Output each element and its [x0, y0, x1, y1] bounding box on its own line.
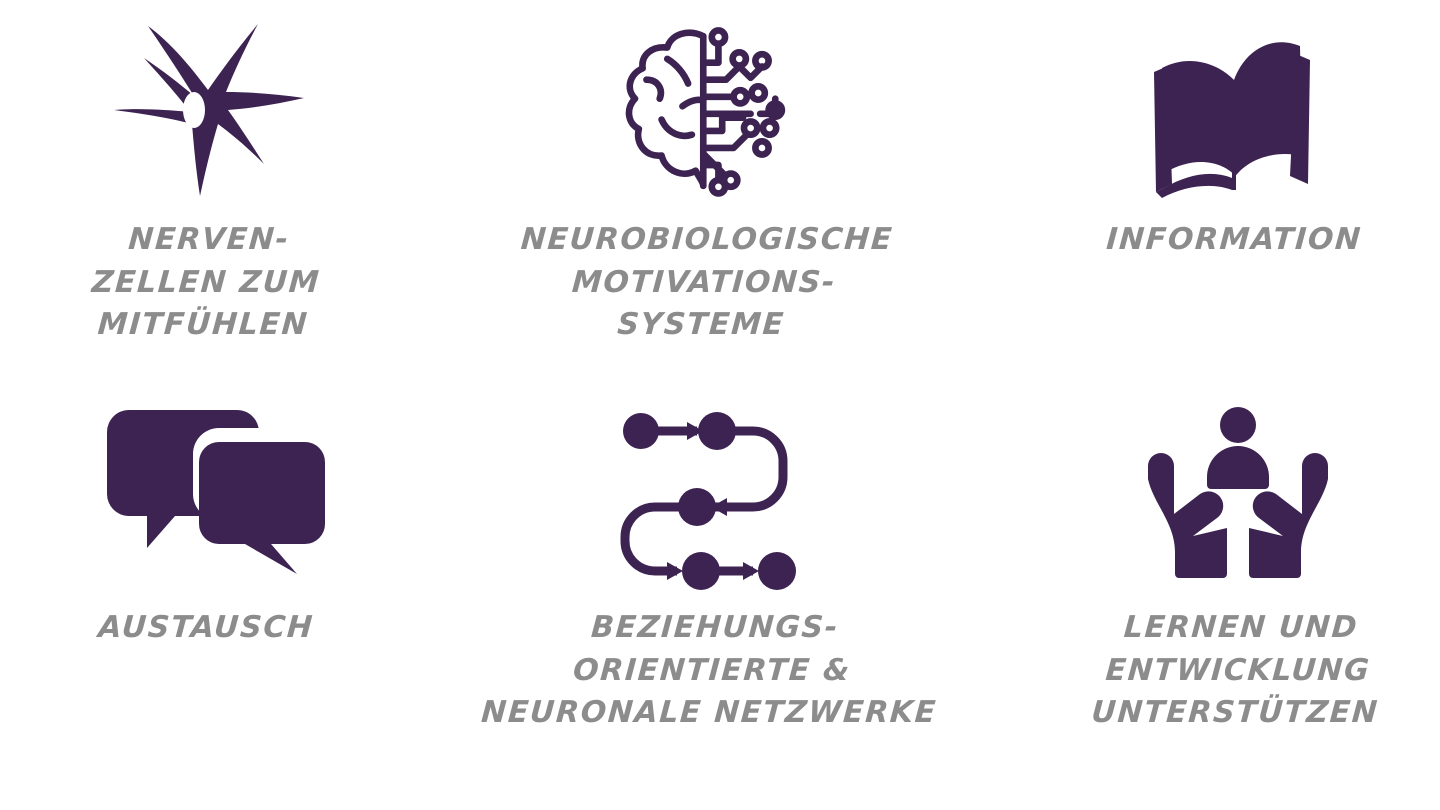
grid-item-motivationssysteme[interactable]: NEUROBIOLOGISCHE MOTIVATIONS- SYSTEME — [460, 0, 980, 390]
network-flow-icon — [614, 400, 814, 590]
item-label: INFORMATION — [1105, 222, 1363, 257]
item-label: NERVEN- ZELLEN ZUM MITFÜHLEN — [90, 222, 322, 343]
speech-bubbles-icon — [107, 400, 325, 585]
grid-item-netzwerke[interactable]: BEZIEHUNGS- ORIENTIERTE & NEURONALE NETZ… — [460, 390, 980, 810]
brain-circuit-icon — [608, 18, 808, 203]
grid-item-austausch[interactable]: AUSTAUSCH — [0, 390, 460, 810]
open-book-icon — [1132, 18, 1332, 203]
grid-item-information[interactable]: INFORMATION — [980, 0, 1440, 390]
item-label: NEUROBIOLOGISCHE MOTIVATIONS- SYSTEME — [519, 222, 895, 343]
item-label: AUSTAUSCH — [97, 610, 315, 645]
grid-item-nervenzellen[interactable]: NERVEN- ZELLEN ZUM MITFÜHLEN — [0, 0, 460, 390]
grid-item-lernen[interactable]: LERNEN UND ENTWICKLUNG UNTERSTÜTZEN — [980, 390, 1440, 810]
hands-holding-person-icon — [1138, 400, 1338, 585]
neuron-icon — [108, 18, 308, 203]
item-label: LERNEN UND ENTWICKLUNG UNTERSTÜTZEN — [1090, 610, 1380, 731]
item-label: BEZIEHUNGS- ORIENTIERTE & NEURONALE NETZ… — [480, 610, 939, 731]
